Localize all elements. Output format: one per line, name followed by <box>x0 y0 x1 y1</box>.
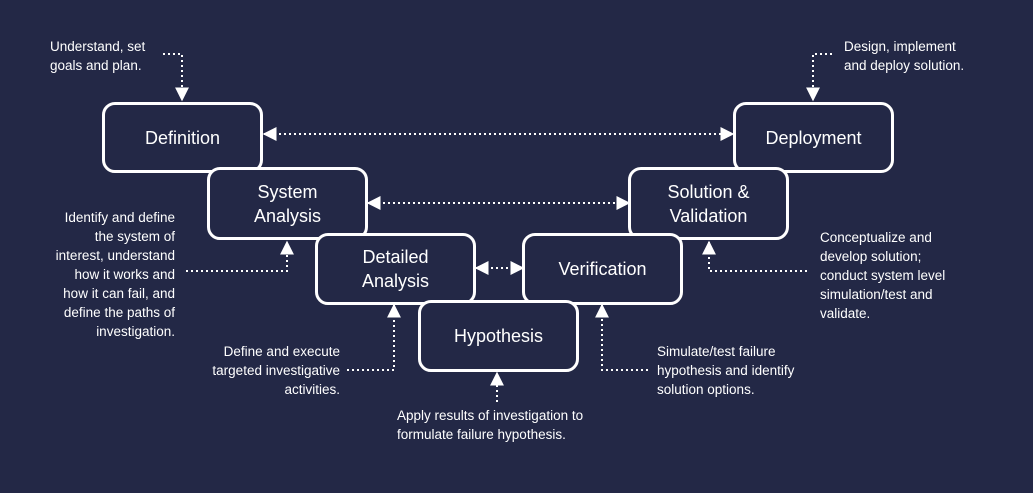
leader-system-analysis <box>186 240 294 272</box>
stage-definition: Definition <box>102 102 263 173</box>
note-detailed-analysis: Define and execute targeted investigativ… <box>212 344 340 397</box>
stage-hypothesis: Hypothesis <box>418 300 579 372</box>
leader-detailed-analysis <box>347 303 401 371</box>
note-verification: Simulate/test failure hypothesis and ide… <box>657 344 795 397</box>
leader-solution <box>702 240 807 272</box>
note-definition: Understand, set goals and plan. <box>50 39 146 73</box>
stage-detailed-analysis: Detailed Analysis <box>315 233 476 305</box>
leader-verification <box>595 303 648 371</box>
stage-solution-validation: Solution & Validation <box>628 167 789 240</box>
stage-deployment: Deployment <box>733 102 894 173</box>
note-hypothesis: Apply results of investigation to formul… <box>397 408 584 442</box>
note-deployment: Design, implement and deploy solution. <box>844 39 965 73</box>
stage-verification: Verification <box>522 233 683 305</box>
stage-system-analysis: System Analysis <box>207 167 368 240</box>
note-system-analysis: Identify and define the system of intere… <box>55 210 175 339</box>
leader-definition <box>163 53 189 102</box>
leader-deployment <box>806 53 832 102</box>
note-solution-validation: Conceptualize and develop solution; cond… <box>820 230 946 321</box>
